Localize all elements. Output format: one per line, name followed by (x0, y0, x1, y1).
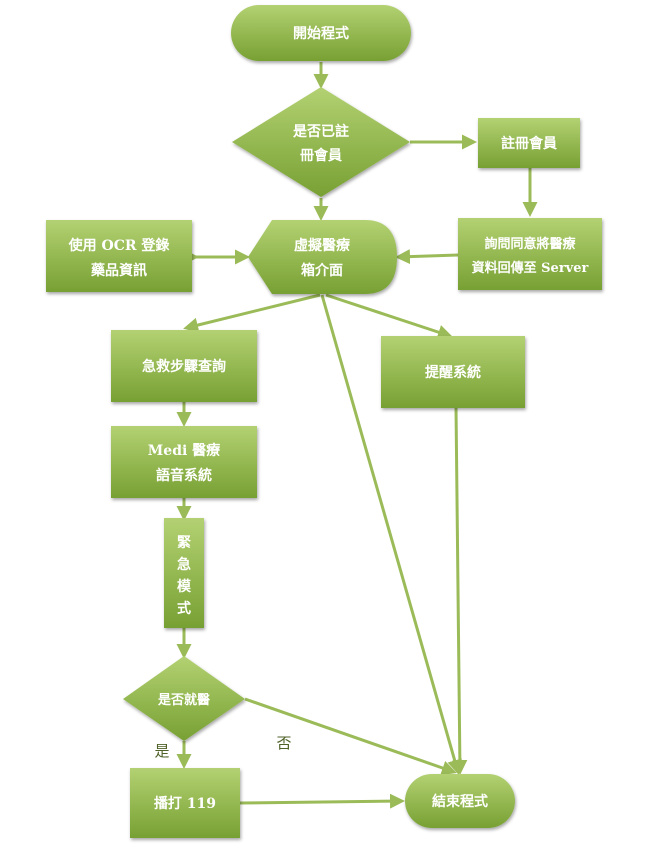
edge-interface-to-end (320, 294, 462, 775)
seekcare-label: 是否就醫 (157, 692, 210, 708)
edge-consent-to-interface (395, 249, 459, 265)
edge-reminder-to-end (452, 406, 468, 775)
reminder-label: 提醒系統 (425, 364, 481, 381)
start-label: 開始程式 (293, 25, 349, 42)
registered-q-label-2: 冊會員 (300, 147, 342, 164)
edge-seekcare-no-to-end (244, 697, 457, 776)
medi-voice-label-1: Medi 醫療 (148, 442, 221, 459)
consent-box (458, 218, 602, 290)
call-119-box (130, 768, 240, 838)
end-label: 結束程式 (432, 793, 488, 810)
emergency-label-4: 式 (177, 600, 191, 617)
edge-label-yes: 是 (154, 742, 169, 760)
firstaid-box (111, 330, 257, 402)
registered-q-label-1: 是否已註 (293, 123, 349, 140)
reminder-box (381, 336, 525, 408)
seekcare-decision-diamond (123, 656, 245, 741)
medi-voice-box (111, 426, 257, 498)
edges (176, 62, 538, 809)
edge-interface-to-reminder (325, 293, 453, 340)
register-label: 註冊會員 (501, 135, 557, 152)
emergency-label-3: 模 (177, 578, 192, 595)
consent-label-1: 詢問同意將醫療 (484, 236, 576, 252)
interface-label-2: 箱介面 (301, 262, 343, 279)
start-terminal (231, 5, 411, 61)
register-box (478, 118, 580, 168)
medi-voice-label-2: 語音系統 (156, 467, 212, 484)
end-terminal (405, 774, 515, 828)
edge-label-no: 否 (276, 734, 291, 752)
emergency-label-2: 急 (177, 556, 191, 573)
consent-label-2: 資料回傳至 Server (472, 260, 589, 276)
ocr-box (46, 220, 192, 292)
edge-interface-to-firstaid (183, 293, 321, 333)
firstaid-label: 急救步驟查詢 (142, 358, 226, 375)
interface-label-1: 虛擬醫療 (294, 237, 351, 254)
call-119-label: 播打 119 (154, 795, 216, 812)
emergency-label-1: 緊 (177, 534, 191, 551)
emergency-box (164, 518, 204, 628)
edge-call-to-end (239, 793, 405, 809)
ocr-label-1: 使用 OCR 登錄 (68, 237, 170, 254)
node-shapes (46, 5, 602, 838)
interface-display-shape (248, 220, 397, 294)
registered-decision-diamond (232, 87, 410, 197)
ocr-label-2: 藥品資訊 (90, 262, 147, 279)
